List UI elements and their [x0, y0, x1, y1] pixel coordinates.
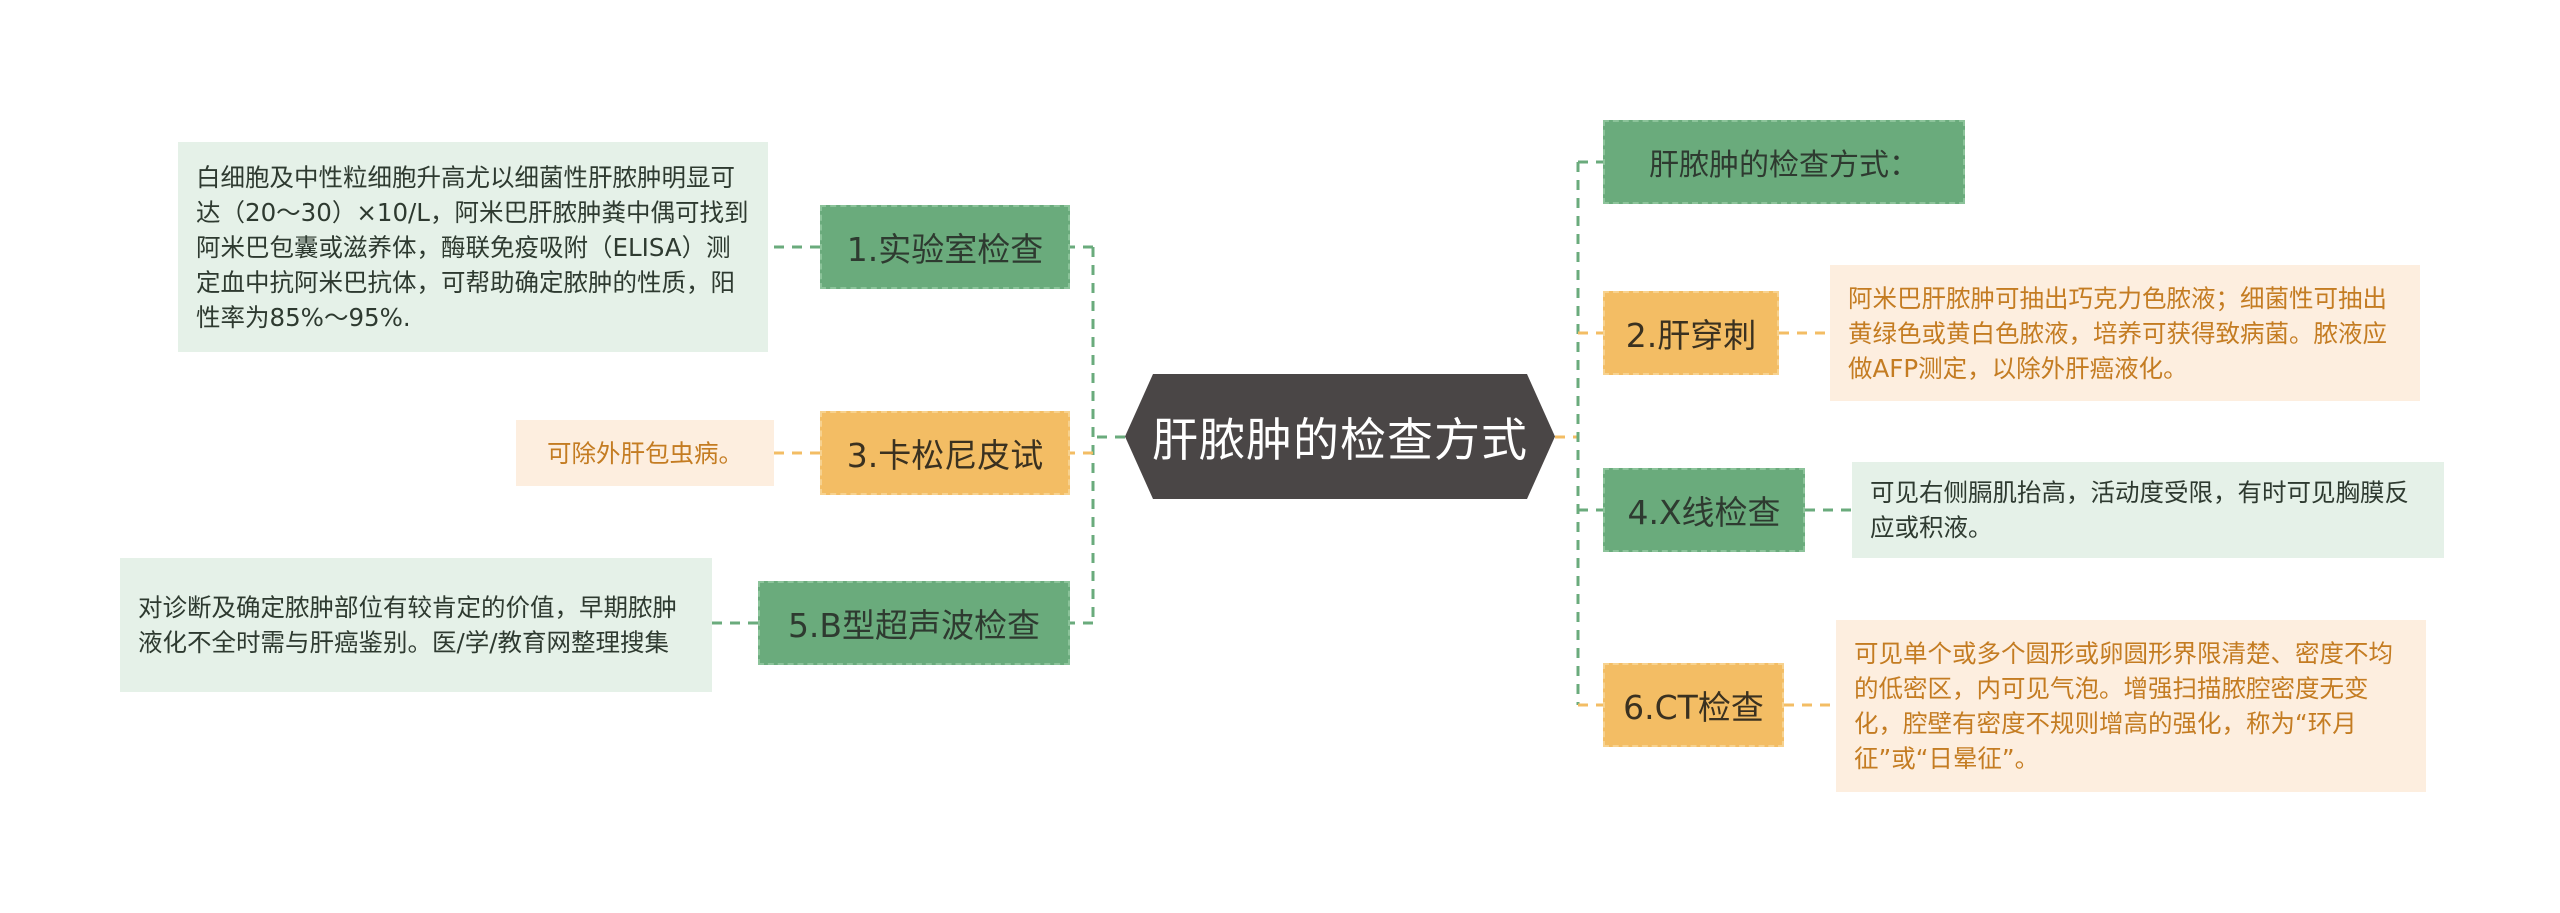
- central-topic[interactable]: 肝脓肿的检查方式: [1125, 374, 1555, 499]
- central-topic-label: 肝脓肿的检查方式: [1152, 412, 1528, 467]
- leaf-lab-test-detail: 白细胞及中性粒细胞升高尤以细菌性肝脓肿明显可达（20～30）×10/L，阿米巴肝…: [178, 142, 768, 352]
- branch-casoni-test-label: 3.卡松尼皮试: [846, 436, 1044, 475]
- branch-xray[interactable]: 4.X线检查: [1603, 468, 1805, 552]
- branch-ct-label: 6.CT检查: [1623, 688, 1764, 727]
- branch-b-ultrasound[interactable]: 5.B型超声波检查: [758, 581, 1070, 665]
- branch-exam-methods-label: 肝脓肿的检查方式：: [1649, 148, 1919, 183]
- leaf-xray-detail: 可见右侧膈肌抬高，活动度受限，有时可见胸膜反应或积液。: [1852, 462, 2444, 558]
- branch-ct[interactable]: 6.CT检查: [1603, 663, 1784, 747]
- leaf-ct-detail: 可见单个或多个圆形或卵圆形界限清楚、密度不均的低密区，内可见气泡。增强扫描脓腔密…: [1836, 620, 2426, 792]
- leaf-casoni-test-detail: 可除外肝包虫病。: [516, 420, 774, 486]
- branch-casoni-test[interactable]: 3.卡松尼皮试: [820, 411, 1070, 495]
- branch-lab-test[interactable]: 1.实验室检查: [820, 205, 1070, 289]
- branch-liver-puncture-label: 2.肝穿刺: [1625, 316, 1757, 355]
- branch-exam-methods[interactable]: 肝脓肿的检查方式：: [1603, 120, 1965, 204]
- leaf-b-ultrasound-detail: 对诊断及确定脓肿部位有较肯定的价值，早期脓肿液化不全时需与肝癌鉴别。医/学/教育…: [120, 558, 712, 692]
- leaf-liver-puncture-detail: 阿米巴肝脓肿可抽出巧克力色脓液；细菌性可抽出黄绿色或黄白色脓液，培养可获得致病菌…: [1830, 265, 2420, 401]
- branch-liver-puncture[interactable]: 2.肝穿刺: [1603, 291, 1779, 375]
- branch-lab-test-label: 1.实验室检查: [846, 230, 1044, 269]
- branch-xray-label: 4.X线检查: [1627, 493, 1781, 532]
- branch-b-ultrasound-label: 5.B型超声波检查: [787, 606, 1041, 645]
